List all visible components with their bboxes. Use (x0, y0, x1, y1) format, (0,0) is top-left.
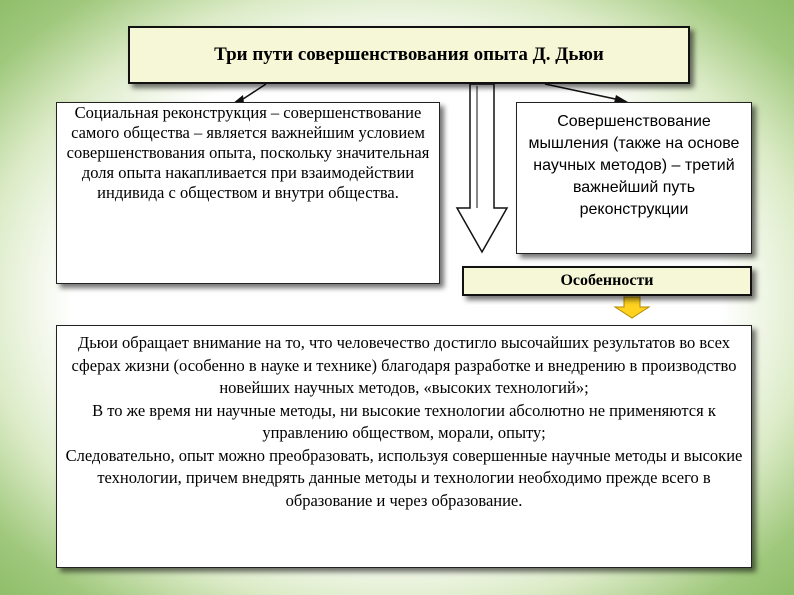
features-paragraph-2: В то же время ни научные методы, ни высо… (92, 400, 716, 443)
features-header: Особенности (462, 266, 752, 296)
features-down-arrow (613, 296, 651, 319)
social-reconstruction-text: Социальная реконструкция – совершенствов… (66, 103, 430, 202)
arrow-head-right (614, 95, 628, 103)
diagram-title: Три пути совершенствования опыта Д. Дьюи (128, 26, 690, 84)
big-down-arrow (455, 83, 509, 254)
thinking-improvement-box: Совершенствование мышления (также на осн… (516, 102, 752, 254)
features-paragraph-1: Дьюи обращает внимание на то, что челове… (71, 333, 737, 397)
arrow-head-left (232, 95, 244, 104)
features-paragraph-3: Следовательно, опыт можно преобразовать,… (65, 445, 743, 510)
social-reconstruction-box: Социальная реконструкция – совершенствов… (56, 102, 440, 284)
arrow-to-right-box (544, 83, 621, 101)
arrow-to-left-box (239, 83, 267, 102)
features-box: Дьюи обращает внимание на то, что челове… (56, 325, 752, 568)
thinking-improvement-text: Совершенствование мышления (также на осн… (528, 113, 740, 218)
features-label: Особенности (560, 272, 654, 289)
diagram-title-text: Три пути совершенствования опыта Д. Дьюи (214, 44, 604, 65)
